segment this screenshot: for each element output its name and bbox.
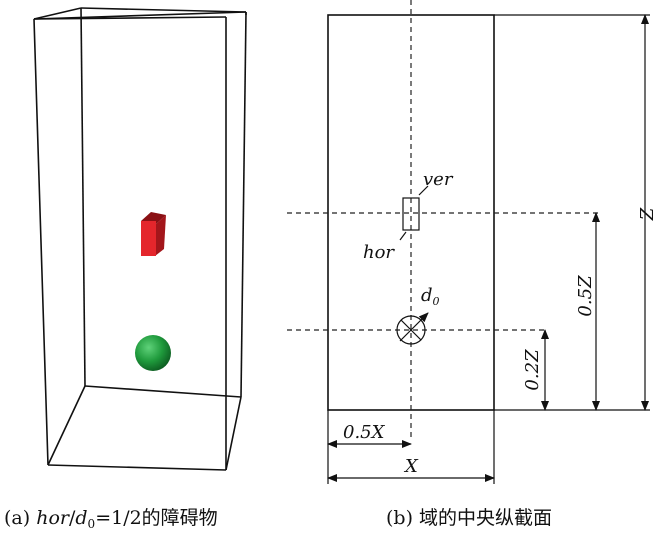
label-d0: d0 bbox=[421, 285, 440, 308]
red-obstacle-block bbox=[141, 212, 166, 256]
label-half-x: 0.5X bbox=[343, 422, 386, 443]
label-ver: ver bbox=[423, 169, 454, 190]
panel-b-section bbox=[287, 0, 650, 484]
label-z: Z bbox=[637, 207, 658, 221]
label-hor: hor bbox=[363, 242, 395, 263]
label-x: X bbox=[403, 456, 419, 477]
green-sphere-obstacle bbox=[135, 335, 171, 371]
caption-a: (a) hor/d0=1/2的障碍物 bbox=[4, 507, 218, 531]
panel-a-box bbox=[33, 7, 247, 471]
label-fifth-z: 0.2Z bbox=[522, 349, 543, 391]
label-half-z: 0.5Z bbox=[575, 275, 596, 317]
caption-b: (b) 域的中央纵截面 bbox=[386, 507, 552, 529]
